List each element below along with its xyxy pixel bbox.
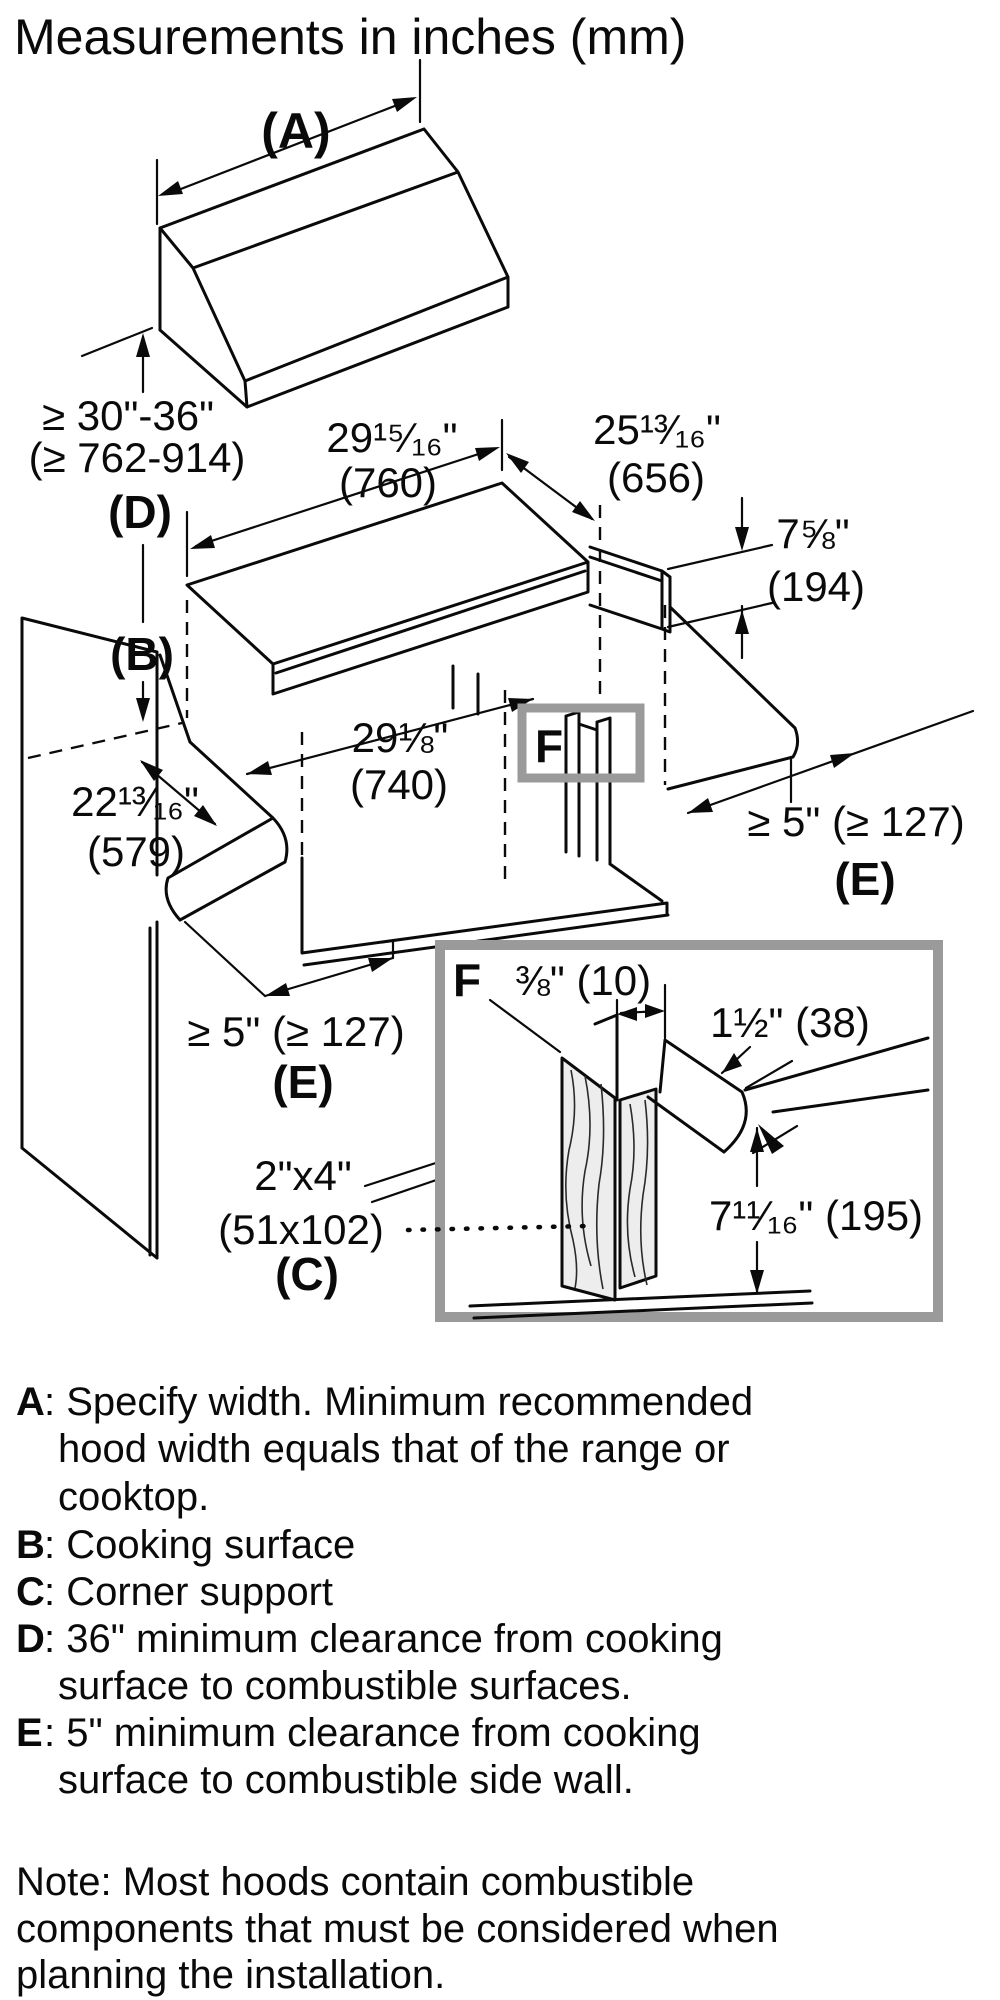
dim-counter-depth-mm: (579): [87, 828, 185, 875]
dim-rear-height: 7⅝": [776, 510, 849, 557]
dim-support-size: 2"x4": [254, 1152, 352, 1199]
label-f-source: F: [535, 720, 563, 772]
note-line: Note: Most hoods contain combustible: [16, 1860, 694, 1904]
legend-text: : Cooking surface: [44, 1523, 355, 1567]
legend-key: A: [16, 1380, 45, 1424]
detail-f-source-box: [517, 703, 645, 783]
dim-side-clearance-left: ≥ 5" (≥ 127): [187, 1008, 404, 1055]
note: Note: Most hoods contain combustible com…: [16, 1860, 779, 1997]
dim-mount-height-mm: (≥ 762-914): [29, 434, 246, 481]
legend-key: E: [16, 1711, 43, 1755]
dim-cutout-width-mm: (740): [350, 761, 448, 808]
legend-key: B: [16, 1523, 45, 1567]
dimension-lines: [80, 58, 975, 1204]
label-f-inset: F: [453, 954, 481, 1006]
detail-f-inset: [435, 940, 943, 1322]
note-line: components that must be considered when: [16, 1907, 779, 1951]
label-e-left: (E): [272, 1056, 333, 1108]
dim-hood-width-mm: (760): [339, 459, 437, 506]
legend-text: hood width equals that of the range or: [58, 1427, 730, 1471]
legend-key: D: [16, 1617, 45, 1661]
left-cabinet: [20, 616, 192, 1260]
arrowheads: [136, 97, 855, 996]
wood-support-right: [618, 1087, 658, 1290]
dim-support-size-mm: (51x102): [218, 1206, 384, 1253]
legend-text: surface to combustible side wall.: [58, 1758, 634, 1802]
dim-hood-depth-mm: (656): [607, 454, 705, 501]
dim-detail-overhang: 1½" (38): [710, 999, 870, 1046]
wood-grain: [565, 1069, 649, 1290]
dim-hood-width: 29¹⁵⁄₁₆": [326, 414, 457, 461]
right-counter-wing: [666, 605, 800, 791]
dotted-leader: [405, 1223, 591, 1233]
label-c: (C): [275, 1248, 339, 1300]
dim-mount-height: ≥ 30"-36": [42, 392, 214, 439]
dim-side-clearance-right: ≥ 5" (≥ 127): [747, 798, 964, 845]
legend-text: cooktop.: [58, 1475, 209, 1519]
detail-f-inset-box: [435, 940, 943, 1322]
dim-detail-height: 7¹¹⁄₁₆" (195): [709, 1192, 923, 1239]
note-line: planning the installation.: [16, 1953, 445, 1997]
corner-support-studs: [564, 710, 664, 903]
dashed-edges: [27, 505, 667, 888]
label-d: (D): [108, 486, 172, 538]
page-title: Measurements in inches (mm): [14, 9, 686, 65]
legend: A : Specify width. Minimum recommended h…: [16, 1380, 753, 1802]
dim-cutout-width: 29⅛": [352, 714, 449, 761]
hidden-lines: [27, 505, 667, 888]
legend-text: : 5" minimum clearance from cooking: [44, 1711, 701, 1755]
legend-text: : Specify width. Minimum recommended: [44, 1380, 753, 1424]
legend-key: C: [16, 1570, 45, 1614]
detail-section-lines: [468, 1013, 930, 1320]
hood-drawing: [158, 127, 510, 409]
label-a: (A): [261, 103, 330, 159]
legend-text: surface to combustible surfaces.: [58, 1664, 632, 1708]
dim-hood-depth: 25¹³⁄₁₆": [593, 406, 721, 453]
hood-outline: [158, 127, 510, 409]
dim-rear-height-mm: (194): [767, 563, 865, 610]
dim-line-work: [80, 58, 975, 1204]
dim-counter-depth: 22¹³⁄₁₆": [71, 778, 199, 825]
rear-ledge-outline: [588, 545, 672, 634]
dim-detail-gap: ⅜" (10): [515, 957, 651, 1004]
vent-slab-outline: [185, 481, 590, 716]
legend-text: : 36" minimum clearance from cooking: [44, 1617, 723, 1661]
label-b: (B): [110, 628, 174, 680]
label-e-right: (E): [834, 853, 895, 905]
legend-text: : Corner support: [44, 1570, 333, 1614]
